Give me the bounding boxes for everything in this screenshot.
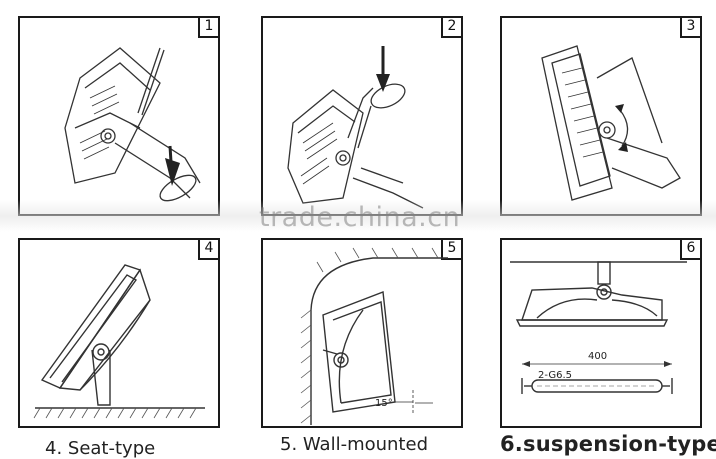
step-number-2: 2 <box>441 18 461 38</box>
step-number-6: 6 <box>680 240 700 260</box>
step-4-illustration <box>33 264 205 419</box>
step-3-illustration <box>541 45 681 201</box>
step-panel-4: 4 <box>18 238 220 428</box>
step-number-3: 3 <box>680 18 700 38</box>
caption-wall-mounted: 5. Wall-mounted <box>280 434 428 455</box>
caption-suspension-type: 6.suspension-type <box>500 432 716 456</box>
step-number-5: 5 <box>441 240 461 260</box>
tube-length-label: 400 <box>588 351 607 362</box>
step-6-illustration: 400 2-G6.5 <box>510 261 687 394</box>
step-number-4: 4 <box>198 240 218 260</box>
step-panel-5: 5 15° <box>261 238 463 428</box>
step-1-illustration <box>64 47 201 202</box>
tilt-angle-label: 15° <box>375 398 393 409</box>
step-number-1: 1 <box>198 18 218 38</box>
step-5-illustration: 15° <box>300 247 448 425</box>
caption-seat-type: 4. Seat-type <box>45 438 156 459</box>
step-panel-2: 2 <box>261 16 463 216</box>
step-panel-6: 6 400 2-G6.5 <box>500 238 702 428</box>
lamp-type-label: 2-G6.5 <box>538 370 572 381</box>
step-2-illustration <box>287 46 424 209</box>
step-panel-3: 3 <box>500 16 702 216</box>
step-panel-1: 1 <box>18 16 220 216</box>
